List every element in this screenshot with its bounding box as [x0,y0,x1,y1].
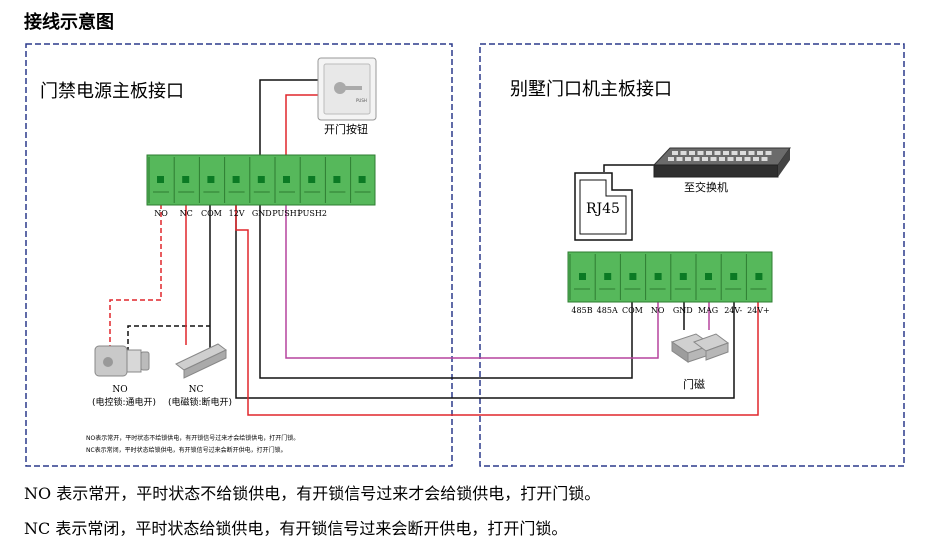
right-terminal-label: GND [673,306,693,315]
left-terminal-label: GND [252,209,272,218]
right-panel-title: 别墅门口机主板接口 [510,79,672,100]
terminal-screw [308,176,316,183]
lock-nc-label: NC [189,385,204,395]
rj45-connector-icon [574,172,633,241]
right-terminal-block [567,251,773,303]
wire-power-24v-plus [235,180,759,416]
right-terminal-label: COM [622,306,643,315]
switch-port [714,151,721,155]
right-terminal-label: NO [651,306,665,315]
door-magnet-icon [670,333,730,363]
terminal-screw [207,176,215,183]
switch-port [706,151,712,155]
terminal-screw [730,273,738,280]
note-nc: NC 表示常闭，平时状态给锁供电，有开锁信号过来会断开供电，打开门锁。 [24,519,568,538]
terminal-screw [358,176,366,183]
right-terminal-label: MAG [698,306,718,315]
right-terminal-label: 24V- [724,306,742,315]
switch-port [761,157,768,161]
terminal-screw [232,176,240,183]
wire-push1-no [285,180,659,359]
left-terminal-block [146,154,376,206]
right-panel-border [479,43,905,467]
wire-com-shared [127,325,210,352]
switch-port [719,157,725,161]
switch-port [685,157,691,161]
left-panel-border [25,43,453,467]
switch-port [727,157,734,161]
switch-port [748,151,755,155]
terminal-screw [629,273,637,280]
left-terminal-label: 12V [229,209,245,218]
switch-port [702,157,708,161]
switch-port [693,157,700,161]
switch-port [731,151,738,155]
switch-port [753,157,759,161]
page-title: 接线示意图 [24,12,114,33]
switch-port [765,151,772,155]
terminal-screw [333,176,341,183]
switch-port [689,151,695,155]
terminal-screw [157,176,164,183]
switch-port [668,157,674,161]
switch-port [723,151,729,155]
small-note-1: NO表示常开，平时状态不给锁供电，有开锁信号过来才会给锁供电，打开门锁。 [86,434,299,442]
switch-port [757,151,763,155]
terminal-screw [182,176,190,183]
switch-port [710,157,717,161]
terminal-screw [604,273,612,280]
terminal-screw [257,176,265,183]
switch-port [736,157,742,161]
lock-nc-desc: (电磁锁:断电开) [168,396,232,408]
door-magnet-label: 门磁 [683,377,705,391]
left-terminal-label: NC [180,209,193,218]
electric-lock-icon [94,345,150,377]
network-switch-icon [652,147,791,178]
switch-port [697,151,704,155]
key-icon [334,82,346,94]
terminal-screw [705,273,712,280]
terminal-screw [755,273,763,280]
wire-com-loop [259,180,633,379]
switch-port [672,151,678,155]
left-terminal-label: PUSH1 [272,209,302,218]
left-terminal-label: NO [154,209,168,218]
wire-12v-24v-minus [235,180,735,399]
switch-label: 至交换机 [684,180,728,194]
terminal-screw [579,273,586,280]
rj45-label: RJ45 [586,201,620,217]
exit-button-label: 开门按钮 [324,122,368,136]
magnetic-lock-icon [175,343,227,379]
note-no: NO 表示常开，平时状态不给锁供电，有开锁信号过来才会给锁供电，打开门锁。 [24,484,601,503]
switch-port [744,157,751,161]
wire-no-lock [109,180,162,352]
terminal-screw [679,273,687,280]
right-terminal-labels: 485B 485A COM NO GND MAG 24V- 24V+ [571,306,769,315]
small-note-2: NC表示常闭，平时状态给锁供电，有开锁信号过来会断开供电，打开门锁。 [86,446,287,454]
switch-port [680,151,687,155]
terminal-screw [654,273,662,280]
left-terminal-label: COM [201,209,222,218]
exit-button: PUSH [317,57,377,121]
button-face-text: PUSH [356,98,367,103]
right-terminal-label: 485A [597,306,618,315]
wire-rj45-switch [603,164,660,172]
terminal-screw [283,176,290,183]
right-terminal-label: 24V+ [747,306,770,315]
lock-no-desc: (电控锁:通电开) [92,396,156,408]
switch-port [676,157,683,161]
wire-push1-button [285,94,322,180]
switch-port [740,151,746,155]
left-terminal-label: PUSH2 [297,209,327,218]
wire-gnd-button [259,79,322,180]
lock-no-label: NO [112,385,127,395]
right-terminal-label: 485B [571,306,592,315]
left-panel-title: 门禁电源主板接口 [40,81,184,102]
